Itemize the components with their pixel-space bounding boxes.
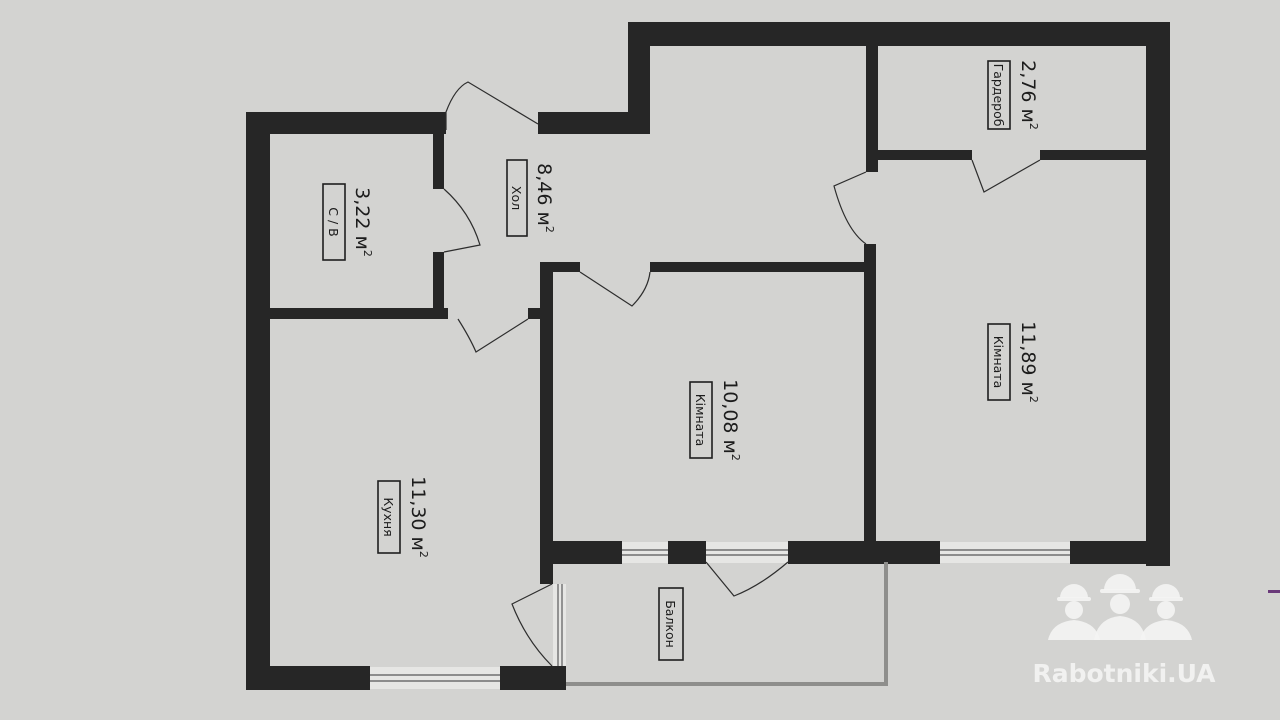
wall-outer-step-vertical — [628, 22, 650, 134]
room-bathroom-area: 3,22 м2 — [351, 187, 374, 257]
room-wardrobe-area: 2,76 м2 — [1017, 60, 1040, 130]
wall-outer-top — [628, 22, 1170, 46]
walls — [246, 22, 1170, 690]
wall-wardrobe-bottom-b — [1040, 150, 1146, 160]
window-room2 — [940, 542, 1070, 563]
room-balcony: Балкон — [658, 587, 684, 661]
watermark-text: Rabotniki.UA — [1032, 659, 1216, 688]
wall-kitchen-bottom-a — [246, 666, 370, 690]
room-kitchen-label-box — [377, 480, 401, 554]
room-hall: 8,46 м2 Хол — [506, 159, 556, 237]
wall-room1-top-a — [540, 262, 580, 272]
door-bathroom — [443, 188, 481, 253]
wall-kitchen-bottom-b — [500, 666, 566, 690]
door-room1 — [579, 271, 651, 307]
wall-room1-top-b — [650, 262, 866, 272]
windows — [370, 542, 1070, 689]
room-1: 10,08 м2 Кімната — [689, 379, 742, 461]
wall-bathroom-bottom — [270, 308, 448, 319]
window-kitchen-balcony — [553, 584, 566, 666]
room-balcony-label: Балкон — [663, 600, 678, 648]
balcony-rail — [566, 562, 888, 686]
door-kitchen-balcony — [511, 583, 553, 667]
wall-outer-top-left — [246, 112, 446, 134]
doors — [443, 81, 1041, 667]
room-balcony-label-box — [658, 587, 684, 661]
room-wardrobe-label: Гардероб — [991, 64, 1006, 127]
wall-kitchen-top-stub — [528, 308, 553, 319]
wall-outer-top-step — [538, 112, 650, 134]
window-room1-door — [706, 542, 788, 563]
room-kitchen: 11,30 м2 Кухня — [377, 476, 430, 558]
room-bathroom-label-box — [322, 183, 346, 261]
door-room2 — [833, 171, 867, 245]
room-2-area: 11,89 м2 — [1017, 321, 1040, 403]
wall-outer-bottom-d — [1070, 541, 1170, 564]
window-kitchen — [370, 667, 500, 689]
door-kitchen — [457, 318, 529, 353]
wall-outer-bottom-a — [540, 541, 622, 564]
wall-room1-right — [864, 244, 876, 564]
room-1-label: Кімната — [693, 394, 708, 447]
room-hall-area: 8,46 м2 — [533, 163, 556, 233]
wall-bathroom-right-bottom — [433, 252, 444, 310]
door-balcony — [705, 561, 789, 597]
room-bathroom-label: С / В — [326, 207, 341, 236]
room-2-label-box — [987, 323, 1011, 401]
room-kitchen-area: 11,30 м2 — [407, 476, 430, 558]
wall-outer-bottom-b — [668, 541, 706, 564]
wall-hall-right — [866, 46, 878, 172]
wall-outer-left — [246, 112, 270, 690]
room-2-label: Кімната — [991, 336, 1006, 389]
builders-logo — [1048, 574, 1192, 640]
room-wardrobe-label-box — [987, 60, 1011, 130]
wall-bathroom-right-top — [433, 134, 444, 189]
room-2: 11,89 м2 Кімната — [987, 321, 1040, 403]
wall-kitchen-right — [540, 262, 553, 584]
room-1-area: 10,08 м2 — [719, 379, 742, 461]
watermark: Rabotniki.UA — [1032, 574, 1216, 688]
room-hall-label: Хол — [509, 186, 524, 210]
window-room1 — [622, 542, 668, 563]
room-kitchen-label: Кухня — [381, 497, 396, 536]
wall-wardrobe-bottom-a — [866, 150, 972, 160]
door-wardrobe — [971, 159, 1041, 193]
door-entrance — [445, 81, 539, 130]
wall-outer-right — [1146, 22, 1170, 566]
edge-mark — [1268, 590, 1280, 593]
room-bathroom: 3,22 м2 С / В — [322, 183, 374, 261]
room-1-label-box — [689, 381, 713, 459]
room-hall-label-box — [506, 159, 528, 237]
room-wardrobe: 2,76 м2 Гардероб — [987, 60, 1040, 130]
